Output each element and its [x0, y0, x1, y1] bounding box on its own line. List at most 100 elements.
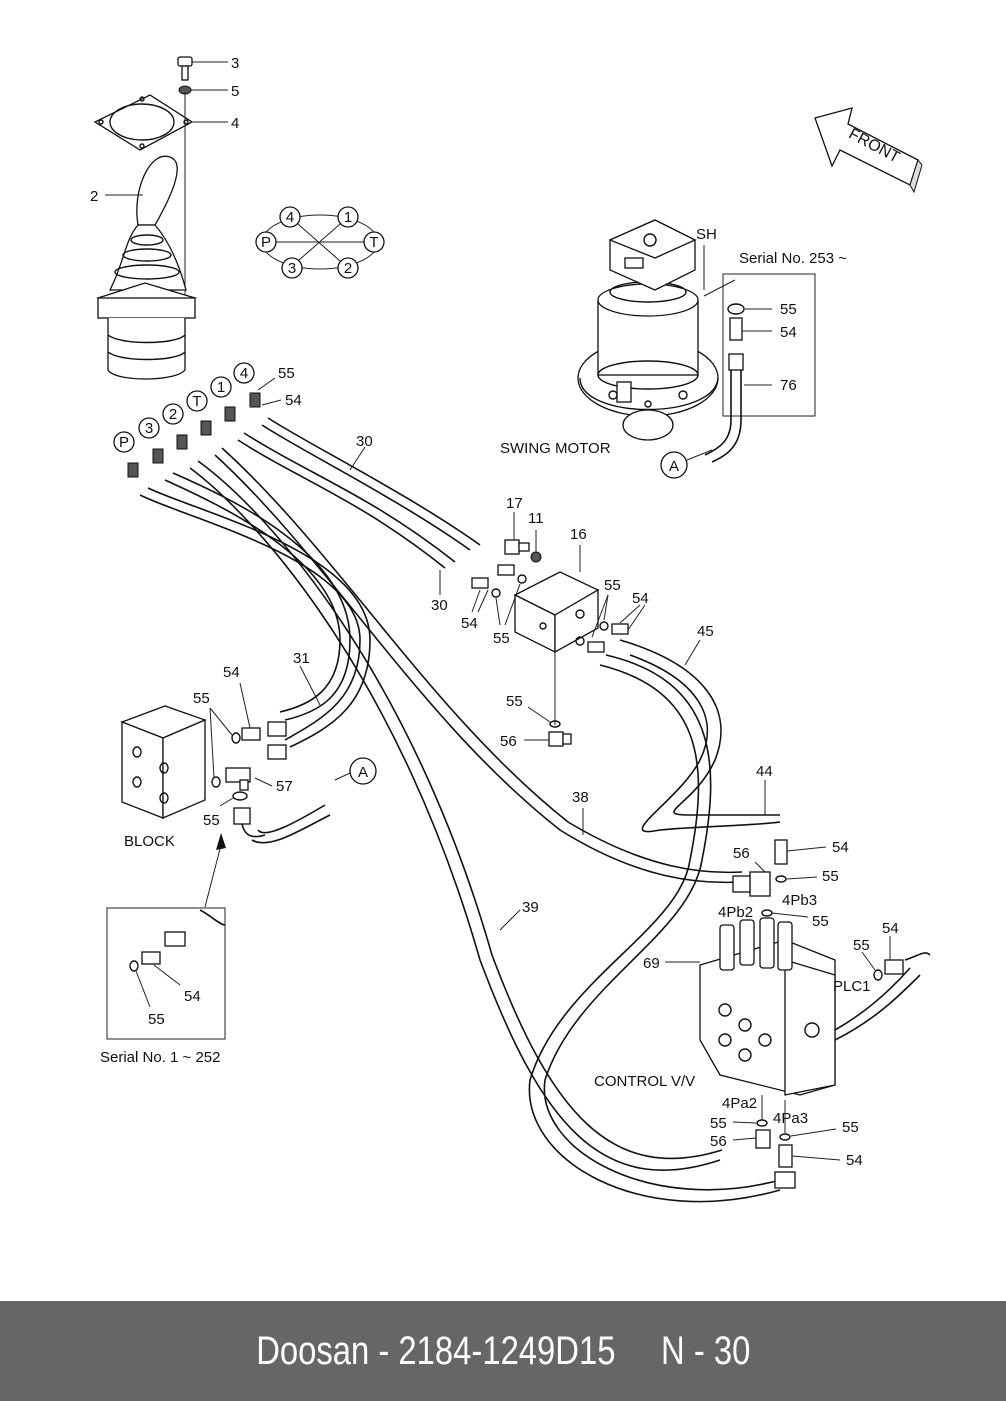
part-callout-number: 56 [710, 1133, 727, 1150]
part-callout-number: 17 [506, 495, 523, 512]
part-callout-number: 55 [193, 690, 210, 707]
swing-motor-label: SWING MOTOR [500, 440, 611, 457]
part-callout-number: 16 [570, 526, 587, 543]
block-component: BLOCK 55 54 57 55 [120, 664, 293, 908]
part-callout-number: 55 [148, 1011, 165, 1028]
swing-motor: SWING MOTOR SH [500, 219, 736, 457]
part-callout-number: 55 [506, 693, 523, 710]
port-label-4: 4 [233, 362, 255, 384]
pb2-port-label: 4Pb2 [718, 904, 753, 921]
port-label-p: P [113, 431, 135, 453]
part-callout-number: 5 [231, 83, 239, 100]
port-label-t: T [186, 390, 208, 412]
lever-part [96, 155, 197, 380]
part-callout-number: P [261, 234, 271, 251]
joystick-assembly [93, 56, 228, 380]
part-callout-number: 2 [90, 188, 98, 205]
control-valve-label: CONTROL V/V [594, 1073, 695, 1090]
serial-253-label: Serial No. 253 ~ [739, 250, 847, 267]
part-callout-number: 54 [832, 839, 849, 856]
part-callout-number: 39 [522, 899, 539, 916]
bolt-part [177, 56, 228, 81]
port-label-2: 2 [162, 403, 184, 425]
diagram-group [127, 392, 261, 478]
part-callout-number: A [358, 764, 368, 781]
port-t: T [363, 231, 385, 253]
part-callout-number: 55 [203, 812, 220, 829]
port-3: 3 [281, 257, 303, 279]
part-callout-number: 38 [572, 789, 589, 806]
part-callout-number: 54 [780, 324, 797, 341]
part-callout-number: 54 [184, 988, 201, 1005]
part-callout-number: 2 [344, 260, 352, 277]
part-callout-number: 2 [169, 406, 177, 423]
port-2: 2 [337, 257, 359, 279]
part-callout-number: 4 [240, 365, 248, 382]
footer-bar: Doosan - 2184-1249D15 N - 30 [0, 1301, 1006, 1401]
part-callout-number: 1 [217, 379, 225, 396]
part-callout-number: 69 [643, 955, 660, 972]
part-callout-number: 3 [145, 420, 153, 437]
part-callout-number: 44 [756, 763, 773, 780]
port-label-3: 3 [138, 417, 160, 439]
port-1: 1 [337, 206, 359, 228]
part-callout-number: 30 [431, 597, 448, 614]
pb-fittings: 54 55 56 4Pb3 55 4Pb2 [718, 839, 849, 930]
part-callout-number: 55 [710, 1115, 727, 1132]
part-callout-number: 30 [356, 433, 373, 450]
part-callout-number: 57 [276, 778, 293, 795]
part-callout-number: 55 [278, 365, 295, 382]
part-callout-number: P [119, 434, 129, 451]
washer-part [178, 85, 228, 95]
part-callout-number: 54 [461, 615, 478, 632]
part-callout-number: T [192, 393, 201, 410]
distribution-block: 17 11 16 54 55 55 54 55 56 [461, 495, 649, 750]
part-callout-number: 54 [223, 664, 240, 681]
plate-part [93, 94, 228, 151]
part-callout-number: 4 [231, 115, 239, 132]
part-callout-number: 54 [632, 590, 649, 607]
pa3-port-label: 4Pa3 [773, 1110, 808, 1127]
part-callout-number: 55 [604, 577, 621, 594]
plc1-port-label: PLC1 [833, 978, 871, 995]
serial-1-252-inset: 54 55 Serial No. 1 ~ 252 [100, 907, 226, 1066]
part-callout-number: 55 [842, 1119, 859, 1136]
part-callout-number: 55 [493, 630, 510, 647]
serial-253-inset: Serial No. 253 ~ 55 54 76 [704, 250, 847, 463]
part-callout-number: 55 [780, 301, 797, 318]
part-callout-number: 54 [285, 392, 302, 409]
part-callout-number: 55 [812, 913, 829, 930]
part-callout-number: 76 [780, 377, 797, 394]
part-callout-number: 3 [231, 55, 239, 72]
part-callout-number: 11 [528, 510, 544, 527]
hoses: 30 30 31 39 38 45 44 [139, 417, 781, 1203]
part-callout-number: 55 [822, 868, 839, 885]
front-direction-arrow: FRONT [814, 107, 923, 194]
pa-fittings: 4Pa2 4Pa3 55 56 55 54 [710, 1095, 863, 1189]
part-callout-number: 4 [286, 209, 294, 226]
hydraulic-parts-diagram: 4 1 P T 3 2 FRONT SWING MOTOR SH Serial [90, 55, 931, 1203]
block-label: BLOCK [124, 833, 175, 850]
pb3-port-label: 4Pb3 [782, 892, 817, 909]
part-callout-number: 1 [344, 209, 352, 226]
port-p: P [255, 231, 277, 253]
part-callout-number: 54 [846, 1152, 863, 1169]
control-valve: CONTROL V/V 69 PLC1 55 54 [594, 917, 931, 1096]
connector-ref-a-bottom: A [349, 757, 377, 785]
port-4: 4 [279, 206, 301, 228]
connector-ref-a-top: A [660, 449, 713, 479]
pa2-port-label: 4Pa2 [722, 1095, 757, 1112]
joystick-port-fittings: P 3 2 T 1 4 55 54 [113, 362, 302, 478]
part-callout-number: 56 [733, 845, 750, 862]
part-callout-number: A [669, 458, 679, 475]
sh-port-label: SH [696, 226, 717, 243]
part-callout-number: T [369, 234, 378, 251]
part-callout-number: 56 [500, 733, 517, 750]
serial-1-252-label: Serial No. 1 ~ 252 [100, 1049, 221, 1066]
part-callout-number: 54 [882, 920, 899, 937]
part-callout-number: 45 [697, 623, 714, 640]
part-callout-number: 31 [293, 650, 310, 667]
footer-part-reference: Doosan - 2184-1249D15 N - 30 [255, 1328, 751, 1373]
part-callout-number: 3 [288, 260, 296, 277]
part-callout-number: 55 [853, 937, 870, 954]
